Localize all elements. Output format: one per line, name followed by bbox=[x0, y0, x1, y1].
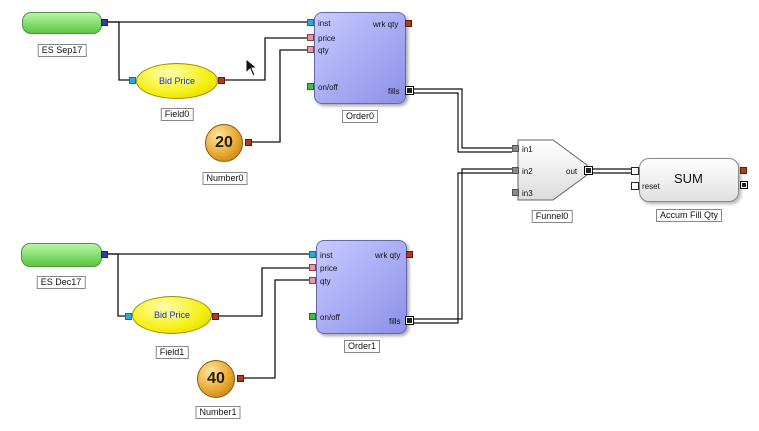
field1-bid-price[interactable]: Bid Price bbox=[132, 296, 212, 334]
field0-output-port[interactable] bbox=[218, 77, 225, 84]
order0-price-port[interactable] bbox=[307, 34, 314, 41]
funnel0-in3-label: in3 bbox=[522, 189, 533, 198]
order1-qty-label: qty bbox=[320, 277, 331, 286]
order1-fills-label: fills bbox=[389, 317, 401, 326]
wire-sep17-field0 bbox=[108, 21, 130, 81]
es-sep17-output-port[interactable] bbox=[101, 19, 108, 26]
sum-label: SUM bbox=[674, 171, 703, 186]
number0-value[interactable]: 20 bbox=[205, 124, 243, 162]
funnel0-out-label: out bbox=[566, 167, 578, 176]
order0-price-label: price bbox=[318, 34, 336, 43]
wire-field1-price1 bbox=[218, 267, 312, 317]
field0-label: Bid Price bbox=[158, 76, 195, 86]
number0-output-port[interactable] bbox=[245, 139, 252, 146]
number1-value[interactable]: 40 bbox=[197, 360, 235, 398]
instrument-es-sep17[interactable] bbox=[22, 12, 102, 34]
order1-caption: Order1 bbox=[343, 340, 381, 353]
sum-reset-label: reset bbox=[642, 182, 660, 191]
instrument-es-dec17[interactable] bbox=[21, 243, 102, 267]
funnel0-caption: Funnel0 bbox=[531, 210, 573, 223]
order1-onoff-label: on/off bbox=[320, 313, 340, 322]
number0-caption: Number0 bbox=[202, 172, 248, 185]
sum-output-port-2[interactable] bbox=[740, 181, 748, 189]
order0-onoff-label: on/off bbox=[318, 83, 338, 92]
funnel0-in2-port[interactable] bbox=[512, 167, 519, 174]
order1-price-port[interactable] bbox=[309, 264, 316, 271]
sum-caption: Accum Fill Qty bbox=[655, 209, 723, 222]
field0-bid-price[interactable]: Bid Price bbox=[136, 63, 218, 99]
order0-inst-label: inst bbox=[318, 19, 331, 28]
order1-wrk-qty-port[interactable] bbox=[406, 251, 413, 258]
order1-block[interactable] bbox=[316, 240, 407, 334]
field0-input-port[interactable] bbox=[129, 77, 136, 84]
es-dec17-caption: ES Dec17 bbox=[36, 276, 86, 289]
mouse-cursor-icon bbox=[245, 58, 259, 77]
number1-text: 40 bbox=[207, 370, 225, 387]
order0-wrk-qty-port[interactable] bbox=[405, 20, 412, 27]
funnel0-in1-port[interactable] bbox=[512, 145, 519, 152]
field1-label: Bid Price bbox=[153, 310, 190, 320]
es-sep17-caption: ES Sep17 bbox=[37, 44, 87, 57]
order1-qty-port[interactable] bbox=[309, 277, 316, 284]
sum-accum-fill-qty[interactable] bbox=[639, 158, 739, 202]
order0-wrk-qty-label: wrk qty bbox=[373, 20, 399, 29]
wire-dec17-field1 bbox=[108, 253, 127, 317]
funnel0-out-port[interactable] bbox=[584, 166, 593, 175]
funnel0-in2-label: in2 bbox=[522, 167, 533, 176]
order1-inst-label: inst bbox=[320, 251, 333, 260]
wire-fills0-in1 bbox=[413, 88, 512, 149]
funnel0-in1-label: in1 bbox=[522, 145, 533, 154]
number1-caption: Number1 bbox=[195, 406, 241, 419]
order1-onoff-port[interactable] bbox=[309, 313, 316, 320]
order0-onoff-port[interactable] bbox=[307, 83, 314, 90]
field0-caption: Field0 bbox=[160, 108, 194, 121]
field1-caption: Field1 bbox=[155, 346, 189, 359]
order1-wrk-qty-label: wrk qty bbox=[375, 251, 401, 260]
wire-fills1-in2-b bbox=[413, 172, 512, 324]
order0-qty-port[interactable] bbox=[307, 46, 314, 53]
wire-number1-qty1 bbox=[242, 279, 312, 379]
order1-inst-port[interactable] bbox=[309, 251, 316, 258]
es-dec17-output-port[interactable] bbox=[101, 251, 108, 258]
order0-block[interactable] bbox=[314, 12, 406, 104]
sum-reset-port[interactable] bbox=[631, 182, 639, 190]
order1-fills-port[interactable] bbox=[405, 316, 414, 325]
wire-field0-price0 bbox=[225, 37, 310, 81]
order1-price-label: price bbox=[320, 264, 338, 273]
funnel0-in3-port[interactable] bbox=[512, 189, 519, 196]
wire-fills1-in2 bbox=[413, 168, 512, 320]
sum-output-port[interactable] bbox=[740, 167, 747, 174]
funnel0-block[interactable] bbox=[517, 139, 589, 201]
wire-fills0-in1-b bbox=[413, 92, 512, 153]
number0-text: 20 bbox=[215, 134, 233, 151]
order0-fills-port[interactable] bbox=[405, 86, 414, 95]
sum-input-port[interactable] bbox=[631, 167, 639, 175]
order0-caption: Order0 bbox=[341, 110, 379, 123]
order0-inst-port[interactable] bbox=[307, 19, 314, 26]
order0-qty-label: qty bbox=[318, 46, 329, 55]
field1-input-port[interactable] bbox=[125, 313, 132, 320]
number1-output-port[interactable] bbox=[237, 375, 244, 382]
wire-number0-qty0 bbox=[251, 49, 310, 143]
field1-output-port[interactable] bbox=[212, 313, 219, 320]
order0-fills-label: fills bbox=[388, 87, 400, 96]
